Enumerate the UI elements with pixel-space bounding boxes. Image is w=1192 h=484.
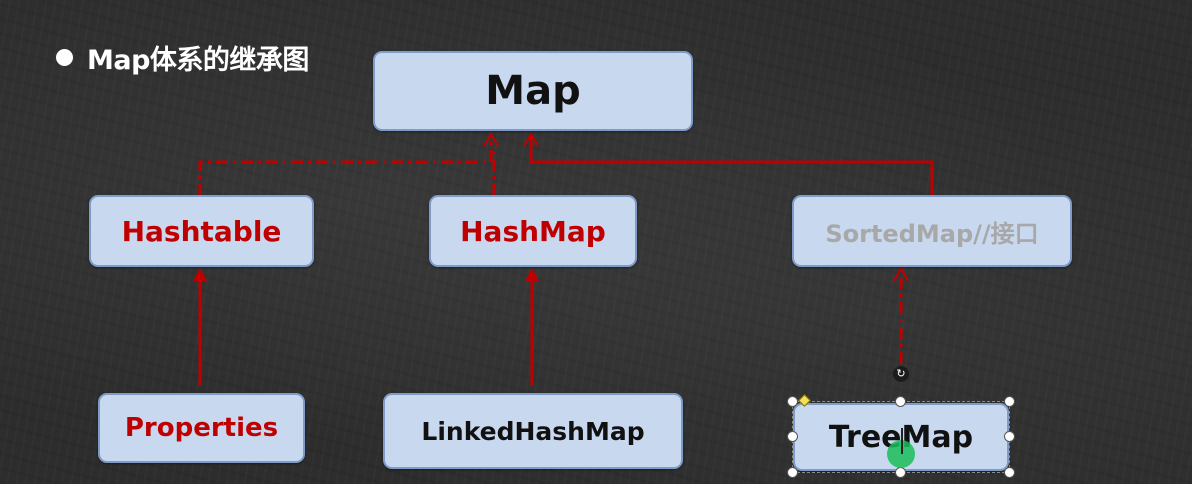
node-properties[interactable]: Properties: [98, 393, 305, 463]
diagram-heading: Map体系的继承图: [56, 38, 309, 77]
rotate-handle-icon[interactable]: ↻: [893, 366, 909, 382]
node-map-label: Map: [485, 68, 581, 114]
resize-handle-bottom-left[interactable]: [787, 467, 798, 478]
node-properties-label: Properties: [124, 413, 279, 443]
resize-handle-left[interactable]: [787, 431, 798, 442]
hashmap-arrowhead: [525, 268, 539, 281]
text-cursor-beam: [901, 428, 903, 454]
map-arrowhead-right: [523, 132, 539, 147]
node-hashmap[interactable]: HashMap: [429, 195, 637, 267]
node-hashmap-label: HashMap: [460, 214, 606, 248]
node-sortedmap[interactable]: SortedMap//接口: [792, 195, 1072, 267]
resize-handle-top-right[interactable]: [1004, 396, 1015, 407]
heading-text: Map体系的继承图: [87, 45, 309, 76]
node-hashtable-label: Hashtable: [121, 214, 282, 248]
bullet-dot-icon: [56, 49, 73, 66]
sortedmap-arrowhead: [893, 265, 909, 282]
resize-handle-bottom[interactable]: [895, 467, 906, 478]
node-linkedhashmap[interactable]: LinkedHashMap: [383, 393, 683, 469]
resize-handle-top[interactable]: [895, 396, 906, 407]
hashtable-to-map-connector: [198, 134, 493, 196]
resize-handle-right[interactable]: [1004, 431, 1015, 442]
hashtable-arrowhead: [193, 268, 207, 281]
node-hashtable[interactable]: Hashtable: [89, 195, 314, 267]
node-map[interactable]: Map: [373, 51, 693, 131]
resize-handle-bottom-right[interactable]: [1004, 467, 1015, 478]
map-arrowhead-left: [483, 132, 499, 147]
resize-handle-top-left[interactable]: [787, 396, 798, 407]
sortedmap-to-map-connector: [529, 134, 934, 196]
node-linkedhashmap-label: LinkedHashMap: [421, 416, 645, 446]
node-sortedmap-label: SortedMap//接口: [825, 219, 1039, 248]
